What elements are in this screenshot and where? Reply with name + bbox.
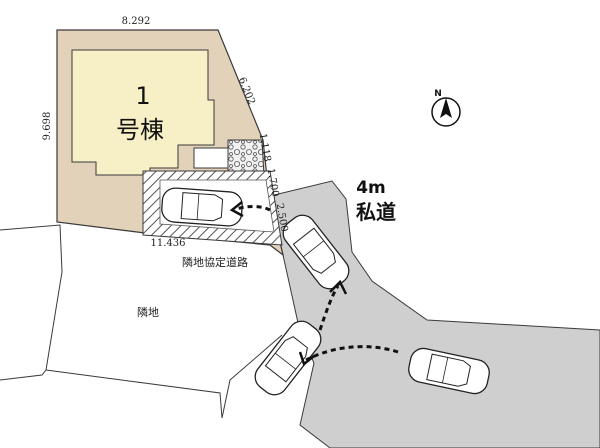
north-label: N — [434, 89, 442, 99]
route-arrowheads — [229, 201, 348, 367]
building-1 — [71, 49, 215, 176]
building-name: 号棟 — [116, 116, 164, 144]
road-name-label: 私道 — [356, 200, 396, 224]
dim-bottom: 11.436 — [151, 238, 186, 249]
north-arrow-icon — [431, 97, 461, 127]
car-reversing — [254, 320, 322, 396]
dim-frontage-a: 1.118 — [257, 133, 273, 163]
building-number: 1 — [135, 82, 150, 110]
private-road — [269, 180, 600, 448]
entry-porch — [193, 147, 229, 169]
parked-car — [161, 187, 243, 227]
neighbor-label: 隣地 — [137, 305, 159, 319]
dim-top: 8.292 — [122, 16, 151, 27]
dim-frontage-b: 1.700 — [265, 168, 281, 198]
dim-left: 9.698 — [42, 112, 53, 141]
dim-frontage-c: 2.500 — [274, 203, 290, 233]
shared-road-label: 隣地協定道路 — [182, 255, 248, 269]
neighbor-boundaries — [0, 224, 283, 419]
car-approaching — [408, 347, 490, 395]
driving-route — [235, 205, 399, 362]
road-width-label: 4m — [356, 178, 386, 198]
